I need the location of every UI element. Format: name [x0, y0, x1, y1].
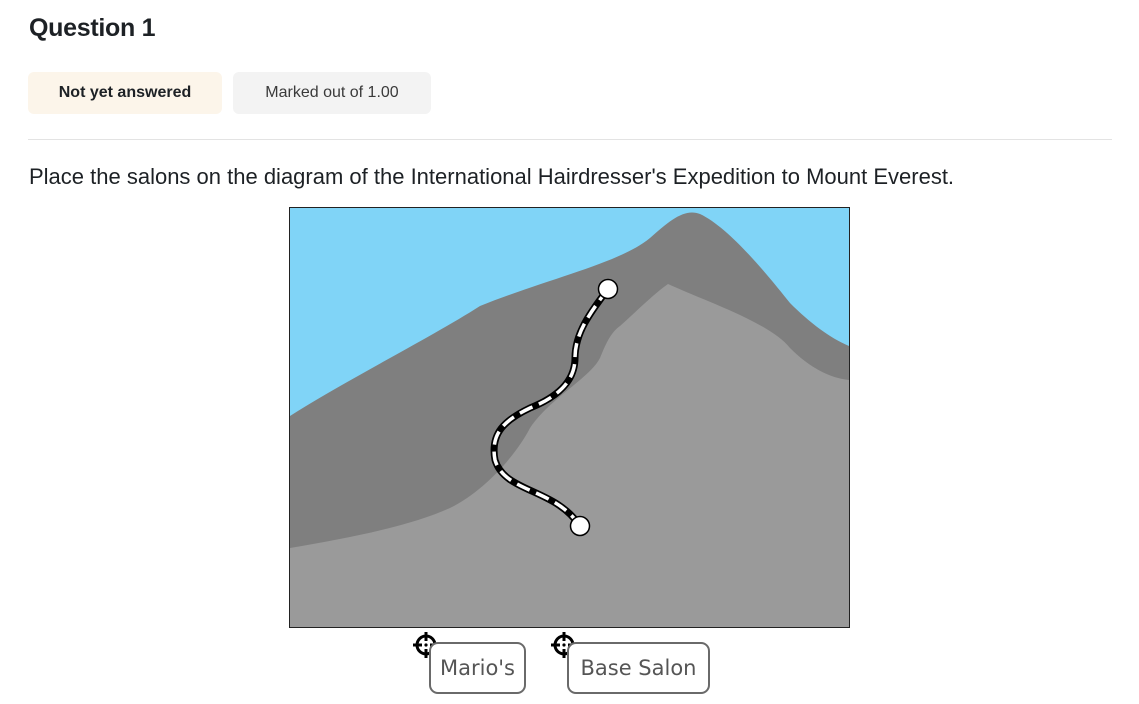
question-grade-badge: Marked out of 1.00: [233, 72, 431, 114]
question-state-badge: Not yet answered: [28, 72, 222, 114]
route-base-point: [569, 515, 591, 537]
drag-marker-base-salon[interactable]: Base Salon: [567, 642, 710, 694]
route-summit-point: [597, 278, 619, 300]
mountain-front: [290, 284, 849, 627]
mountain-diagram-image: [290, 208, 849, 627]
drag-marker-marios[interactable]: Mario's: [429, 642, 526, 694]
divider: [28, 139, 1112, 140]
drop-zone-diagram[interactable]: [289, 207, 850, 628]
route-dashes: [492, 287, 610, 527]
question-text: Place the salons on the diagram of the I…: [29, 164, 955, 189]
question-title: Question 1: [29, 14, 156, 42]
